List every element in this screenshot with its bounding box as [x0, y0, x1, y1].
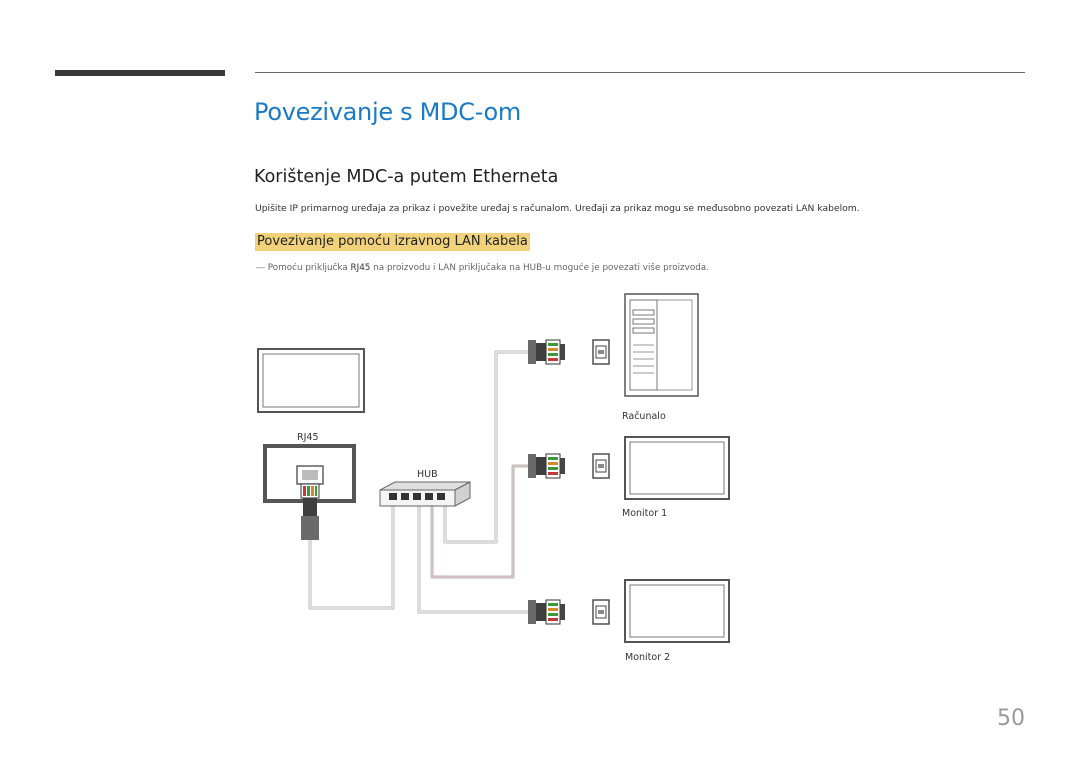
label-rj45: RJ45 — [297, 432, 319, 443]
monitor2-device — [624, 579, 730, 643]
computer-connector — [527, 339, 610, 365]
cable-to-computer — [443, 350, 530, 544]
label-monitor2: Monitor 2 — [625, 652, 670, 663]
note-dash: ― — [256, 263, 265, 273]
label-hub: HUB — [417, 469, 438, 480]
page-number: 50 — [997, 706, 1025, 731]
note-text-start: Pomoću priključka — [267, 263, 351, 273]
computer-tower — [624, 293, 699, 397]
page-title: Povezivanje s MDC-om — [254, 98, 521, 126]
header-accent-bar — [55, 70, 225, 76]
note-rj45: RJ45 — [350, 263, 371, 273]
rj45-plug-vertical — [300, 483, 320, 540]
highlighted-heading: Povezivanje pomoću izravnog LAN kabela — [255, 233, 530, 251]
cables — [308, 350, 530, 614]
cable-to-rj45 — [308, 503, 395, 610]
intro-paragraph: Upišite IP primarnog uređaja za prikaz i… — [255, 203, 860, 214]
note-paragraph: ―Pomoću priključka RJ45 na proizvodu i L… — [256, 263, 709, 273]
label-computer: Računalo — [622, 411, 666, 422]
header-rule — [255, 72, 1025, 73]
monitor2-connector — [527, 599, 610, 625]
display-device — [257, 348, 365, 413]
monitor1-connector — [527, 453, 610, 479]
monitor1-device — [624, 436, 730, 500]
section-subtitle: Korištenje MDC-a putem Etherneta — [254, 167, 559, 187]
note-text-end: na proizvodu i LAN priključaka na HUB-u … — [370, 263, 709, 273]
network-hub — [379, 481, 471, 507]
label-monitor1: Monitor 1 — [622, 508, 667, 519]
